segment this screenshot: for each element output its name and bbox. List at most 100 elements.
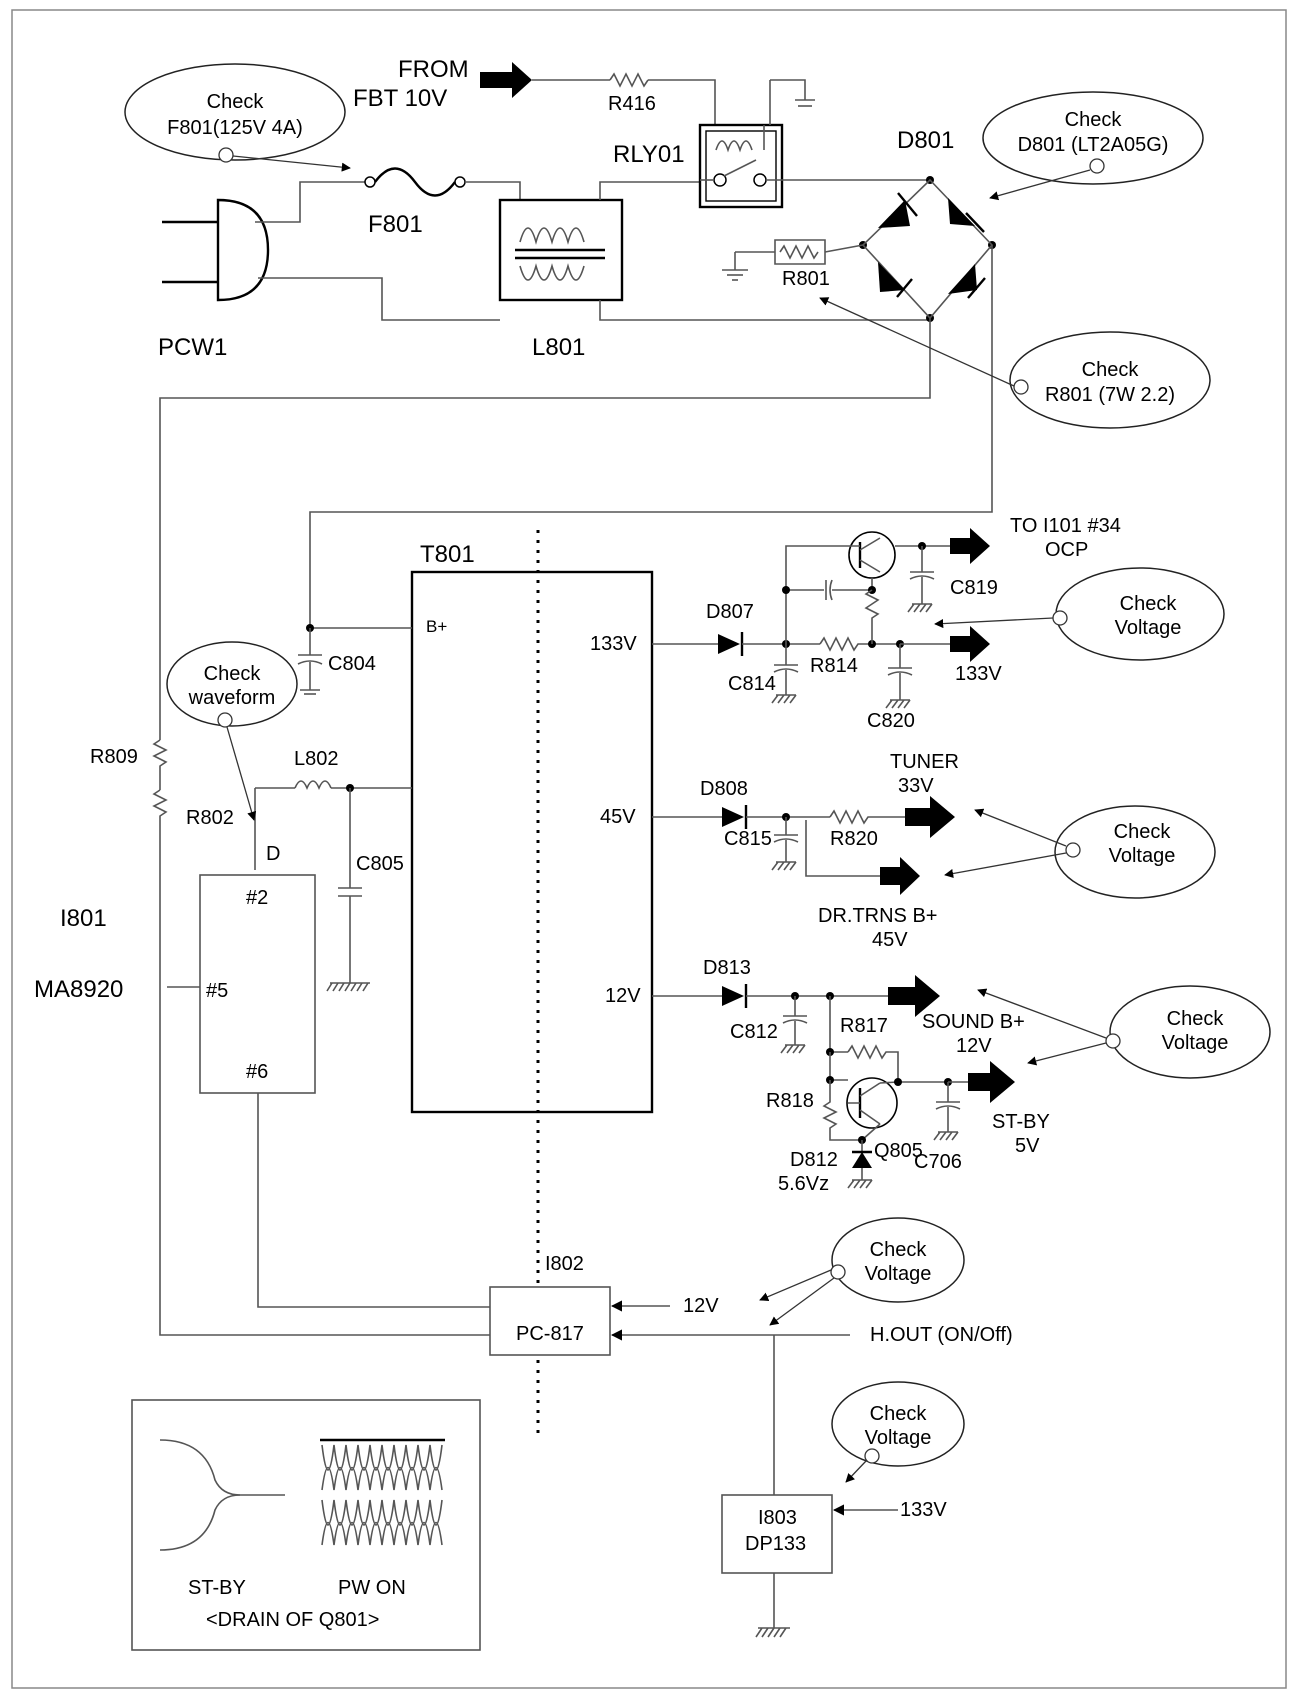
- svg-text:Voltage: Voltage: [865, 1263, 932, 1285]
- label-q805: Q805: [874, 1140, 923, 1162]
- label-c815: C815: [724, 828, 772, 850]
- label-c819: C819: [950, 577, 998, 599]
- check-callout-f801: Check F801(125V 4A): [124, 63, 351, 172]
- label-133v-out: 133V: [955, 663, 1002, 685]
- arrow-from-fbt: [480, 62, 532, 98]
- label-from-line1: FROM: [398, 56, 469, 83]
- arrow-drtrns: [880, 857, 920, 895]
- label-d807: D807: [706, 601, 754, 623]
- pin-133v: 133V: [590, 633, 637, 655]
- power-plug-pcw1: [162, 181, 500, 321]
- label-r817: R817: [840, 1015, 888, 1037]
- label-l801: L801: [532, 334, 585, 361]
- legend-pw-on: PW ON: [338, 1577, 406, 1599]
- label-c805: C805: [356, 853, 404, 875]
- capacitor-c812: [780, 996, 808, 1054]
- svg-text:Check: Check: [1082, 359, 1140, 381]
- capacitor-c805: [326, 788, 370, 992]
- capacitor-c815: [771, 817, 799, 871]
- arrow-to-i101: [950, 528, 990, 564]
- inductor-l802: [254, 780, 412, 870]
- svg-text:Check: Check: [870, 1239, 928, 1261]
- svg-text:Check: Check: [207, 91, 265, 113]
- label-c812: C812: [730, 1021, 778, 1043]
- transformer-t801: [410, 570, 654, 1114]
- svg-text:Voltage: Voltage: [1109, 845, 1176, 867]
- check-callout-voltage-12v: Check Voltage: [977, 985, 1271, 1079]
- ic-i803: [721, 1494, 833, 1574]
- pin-b-plus: B+: [426, 617, 447, 636]
- ic-i801: [199, 874, 316, 1094]
- pin-6: #6: [246, 1061, 268, 1083]
- label-c706: C706: [914, 1151, 962, 1173]
- legend-caption: <DRAIN OF Q801>: [206, 1609, 379, 1631]
- legend-st-by: ST-BY: [188, 1577, 246, 1599]
- resistor-r817: [847, 1044, 899, 1082]
- label-l802: L802: [294, 748, 339, 770]
- arrow-sound: [888, 975, 940, 1017]
- pin-12v: 12V: [605, 985, 641, 1007]
- label-r801: R801: [782, 268, 830, 290]
- label-c814: C814: [728, 673, 776, 695]
- label-c820: C820: [867, 710, 915, 732]
- label-r416: R416: [608, 93, 656, 115]
- check-callout-r801: Check R801 (7W 2.2): [819, 297, 1211, 429]
- capacitor-c706: [933, 1082, 961, 1141]
- label-sound-line1: SOUND B+: [922, 1011, 1025, 1033]
- label-d812: D812: [790, 1149, 838, 1171]
- arrow-stby: [968, 1061, 1015, 1103]
- resistor-r416: [609, 72, 649, 88]
- svg-text:Voltage: Voltage: [865, 1427, 932, 1449]
- diode-d807: [718, 632, 744, 656]
- label-d812-value: 5.6Vz: [778, 1173, 829, 1195]
- label-drtrns-line2: 45V: [872, 929, 908, 951]
- pin-5: #5: [206, 980, 228, 1002]
- check-callout-voltage-dp133: Check Voltage: [831, 1381, 965, 1483]
- label-r820: R820: [830, 828, 878, 850]
- label-to-i101-line1: TO I101 #34: [1010, 515, 1121, 537]
- label-r818: R818: [766, 1090, 814, 1112]
- line-filter-l801: [498, 181, 930, 321]
- check-callout-voltage-45v: Check Voltage: [944, 805, 1216, 899]
- resistor-r801: [722, 239, 864, 281]
- label-dp133-133v: 133V: [900, 1499, 947, 1521]
- svg-text:Voltage: Voltage: [1115, 617, 1182, 639]
- svg-text:waveform: waveform: [188, 687, 276, 709]
- label-stby-line2: 5V: [1015, 1135, 1040, 1157]
- label-to-i101-line2: OCP: [1045, 539, 1088, 561]
- diode-d808: [722, 805, 748, 829]
- bridge-rectifier-d801: [859, 176, 996, 322]
- fuse-f801: [364, 167, 521, 200]
- zener-d812: [847, 1140, 873, 1189]
- check-callout-voltage-pc817: Check Voltage: [759, 1217, 965, 1326]
- pin-d: D: [266, 843, 280, 865]
- label-r809: R809: [90, 746, 138, 768]
- svg-text:Check: Check: [1120, 593, 1178, 615]
- label-r802: R802: [186, 807, 234, 829]
- capacitor-c804: [297, 628, 323, 695]
- optocoupler-i802: [489, 1286, 611, 1356]
- arrow-133v-out: [950, 626, 990, 662]
- label-i802: I802: [545, 1253, 584, 1275]
- capacitor-c820: [885, 644, 913, 709]
- relay-rly01: [698, 79, 930, 209]
- svg-text:R801 (7W 2.2): R801 (7W 2.2): [1045, 384, 1175, 406]
- label-f801: F801: [368, 211, 423, 238]
- check-callout-d801: Check D801 (LT2A05G): [982, 91, 1204, 201]
- resistor-r818: [822, 1080, 862, 1141]
- waveform-st-by: [159, 1439, 285, 1551]
- transistor-q805: [846, 1077, 952, 1141]
- pin-45v: 45V: [600, 806, 636, 828]
- svg-text:Check: Check: [204, 663, 262, 685]
- label-i803: I803: [758, 1507, 797, 1529]
- capacitor-c814: [771, 644, 799, 704]
- pin-2: #2: [246, 887, 268, 909]
- label-from-line2: FBT 10V: [353, 85, 447, 112]
- svg-text:Check: Check: [1114, 821, 1172, 843]
- label-rly01: RLY01: [613, 141, 685, 168]
- svg-text:Check: Check: [870, 1403, 928, 1425]
- resistor-r809: [152, 739, 490, 1336]
- transistor-ocp: [782, 531, 950, 644]
- diode-d813: [722, 984, 748, 1008]
